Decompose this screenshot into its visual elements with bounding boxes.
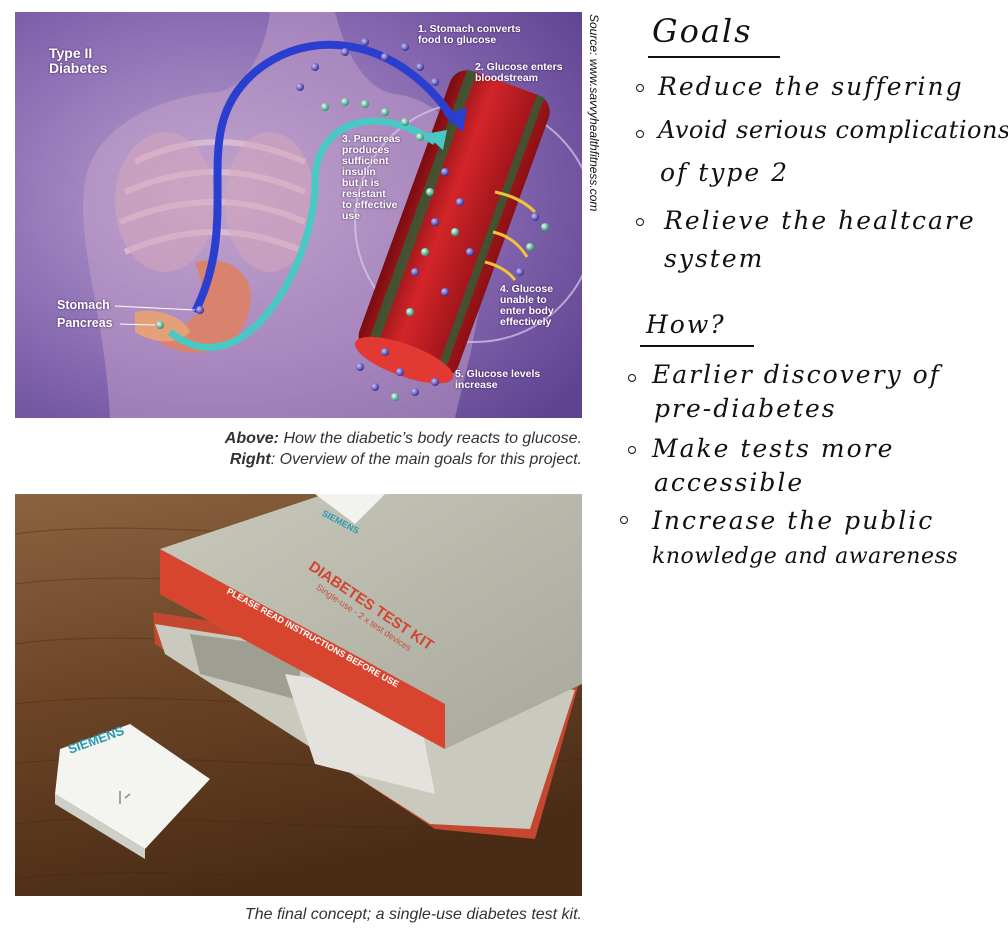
how-heading: How?: [646, 310, 726, 339]
goals-heading: Goals: [652, 12, 753, 50]
step-3-label: 3. Pancreas produces sufficient insulin …: [342, 133, 401, 223]
goal-bullet-2: [636, 130, 644, 138]
diabetes-illustration: Type II Diabetes 1. Stomach converts foo…: [15, 12, 582, 418]
top-caption: Above: How the diabetic’s body reacts to…: [15, 428, 582, 470]
goal-item-3-line-2: system: [664, 244, 765, 273]
step-2-label: 2. Glucose enters bloodstream: [475, 61, 563, 85]
source-credit: Source: www.savvyhealthfitness.com: [587, 14, 601, 212]
how-item-3-line-1: Increase the public: [652, 506, 935, 535]
test-kit-photo: SIEMENS DIABETES TEST KIT Single-use - 2…: [15, 494, 582, 896]
pancreas-label: Pancreas: [57, 316, 113, 330]
goal-bullet-1: [636, 84, 644, 92]
caption-right-text: : Overview of the main goals for this pr…: [270, 451, 582, 468]
how-bullet-2: [628, 446, 636, 454]
step-4-label: 4. Glucose unable to enter body effectiv…: [500, 283, 554, 329]
how-bullet-1: [628, 374, 636, 382]
diabetes-illustration-art: [15, 12, 582, 418]
how-item-1-line-1: Earlier discovery of: [652, 360, 941, 389]
goal-item-2-line-2: of type 2: [660, 158, 790, 187]
how-item-2-line-2: accessible: [654, 468, 805, 497]
how-heading-underline: [640, 345, 754, 347]
goals-heading-underline: [648, 56, 780, 58]
goal-item-1: Reduce the suffering: [658, 72, 964, 101]
how-item-3-line-2: knowledge and awareness: [652, 544, 959, 569]
how-item-1-line-2: pre-diabetes: [654, 394, 837, 423]
illustration-title: Type II Diabetes: [49, 45, 108, 76]
caption-above-label: Above:: [224, 430, 280, 447]
goal-item-3-line-1: Relieve the healtcare: [664, 206, 976, 235]
bottom-caption: The final concept; a single-use diabetes…: [244, 906, 582, 923]
stomach-label: Stomach: [57, 298, 110, 312]
how-bullet-3: [620, 516, 628, 524]
test-kit-photo-art: SIEMENS: [15, 494, 582, 896]
goal-bullet-3: [636, 218, 644, 226]
how-item-2-line-1: Make tests more: [652, 434, 895, 463]
caption-above-text: How the diabetic’s body reacts to glucos…: [279, 430, 582, 447]
step-5-label: 5. Glucose levels increase: [455, 368, 541, 392]
caption-right-label: Right: [229, 451, 271, 468]
step-1-label: 1. Stomach converts food to glucose: [418, 23, 521, 47]
goal-item-2-line-1: Avoid serious complications: [658, 116, 1008, 144]
